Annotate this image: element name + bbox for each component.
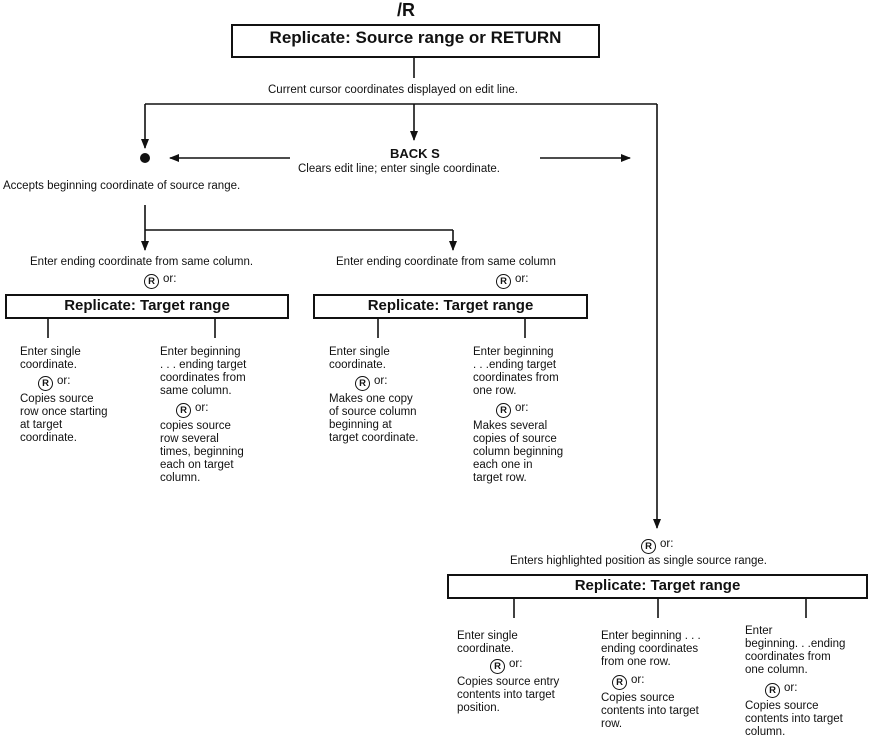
right-col2-enter: Enter beginning . . . ending coordinates…: [601, 630, 701, 668]
right-col3-enter: Enter beginning. . .ending coordinates f…: [745, 625, 846, 676]
right-col1-enter: Enter single coordinate.: [457, 630, 518, 655]
return-key-icon: R: [490, 659, 505, 674]
return-key-icon: R: [38, 376, 53, 391]
middle-col2-enter: Enter beginning . . .ending target coord…: [473, 346, 559, 397]
left-col2-enter: Enter beginning . . . ending target coor…: [160, 346, 247, 397]
return-key-icon: R: [765, 683, 780, 698]
cursor-note: Current cursor coordinates displayed on …: [268, 84, 518, 96]
return-key-icon: R: [641, 539, 656, 554]
right-col3-result: Copies source contents into target colum…: [745, 700, 843, 738]
left-col1-enter: Enter single coordinate.: [20, 346, 81, 371]
return-key-icon: R: [496, 274, 511, 289]
command-label: /R: [397, 0, 415, 20]
right-target-box: Replicate: Target range: [447, 574, 868, 599]
left-target-box: Replicate: Target range: [5, 294, 289, 319]
left-enter-note: Enter ending coordinate from same column…: [30, 256, 254, 268]
middle-col1-result: Makes one copy of source column beginnin…: [329, 393, 419, 444]
left-col2-result: copies source row several times, beginni…: [160, 420, 244, 484]
middle-col2-result: Makes several copies of source column be…: [473, 420, 564, 484]
return-key-icon: R: [355, 376, 370, 391]
return-key-icon: R: [496, 403, 511, 418]
middle-enter-note: Enter ending coordinate from same column: [336, 256, 556, 268]
right-enters-note: Enters highlighted position as single so…: [510, 555, 767, 567]
return-key-icon: R: [176, 403, 191, 418]
backs-note: Clears edit line; enter single coordinat…: [298, 163, 501, 175]
accept-dot: [140, 153, 150, 163]
return-key-icon: R: [144, 274, 159, 289]
left-col1-result: Copies source row once starting at targe…: [20, 393, 108, 444]
right-col1-result: Copies source entry contents into target…: [457, 676, 560, 714]
middle-target-box: Replicate: Target range: [313, 294, 588, 319]
source-range-box: Replicate: Source range or RETURN: [231, 24, 600, 58]
middle-col1-enter: Enter single coordinate.: [329, 346, 390, 371]
return-key-icon: R: [612, 675, 627, 690]
accepts-note: Accepts beginning coordinate of source r…: [3, 180, 241, 192]
right-col2-result: Copies source contents into target row.: [601, 692, 699, 730]
backs-key: BACK S: [390, 146, 440, 161]
